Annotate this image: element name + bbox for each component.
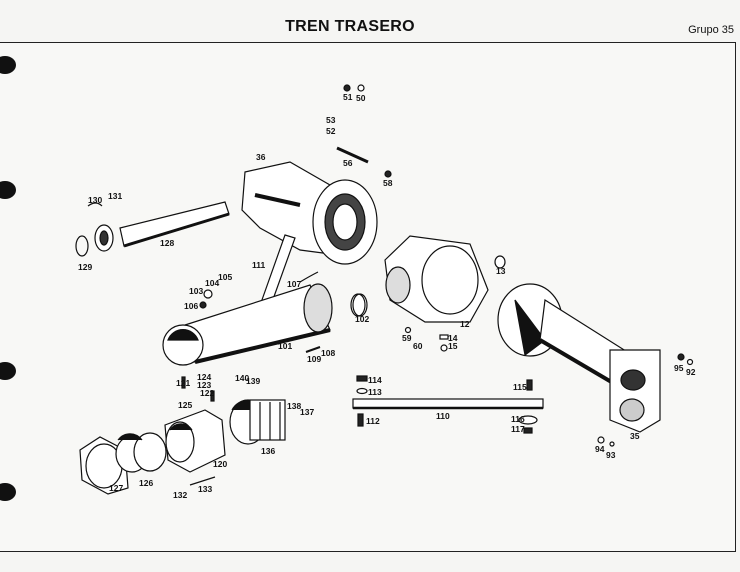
part-111-label: 111 bbox=[252, 260, 266, 270]
part-124-label: 124 bbox=[197, 372, 212, 382]
part-123-label: 123 bbox=[197, 380, 212, 390]
part-58-label: 58 bbox=[383, 178, 393, 188]
part-115-label: 115 bbox=[513, 382, 527, 392]
punch-hole bbox=[0, 362, 16, 380]
part-50-label: 50 bbox=[356, 93, 366, 103]
hardware-drawing bbox=[181, 84, 694, 447]
part-103-label: 103 bbox=[189, 286, 204, 296]
part-92-label: 92 bbox=[686, 367, 696, 377]
part-93-label: 93 bbox=[606, 450, 616, 460]
part-13-label: 13 bbox=[496, 266, 506, 276]
page-title: TREN TRASERO bbox=[285, 18, 415, 35]
part-56-label: 56 bbox=[343, 158, 353, 168]
part-117-label: 117 bbox=[511, 424, 525, 434]
part-137-label: 137 bbox=[300, 407, 315, 417]
part-104-label: 104 bbox=[205, 278, 220, 288]
part-114-label: 114 bbox=[368, 375, 382, 385]
strut-bar-drawing bbox=[352, 398, 544, 410]
part-107-label: 107 bbox=[287, 279, 302, 289]
part-94-label: 94 bbox=[595, 444, 605, 454]
part-120-label: 120 bbox=[213, 459, 228, 469]
part-131-label: 131 bbox=[108, 191, 123, 201]
part-122-label: 122 bbox=[200, 388, 215, 398]
part-136-label: 136 bbox=[261, 446, 276, 456]
part-140-label: 140 bbox=[235, 373, 250, 383]
part-129-label: 129 bbox=[78, 262, 93, 272]
part-102-label: 102 bbox=[355, 314, 370, 324]
axle-housing-drawing bbox=[497, 283, 661, 433]
punch-hole bbox=[0, 56, 16, 74]
part-52-label: 52 bbox=[326, 126, 336, 136]
part-125-label: 125 bbox=[178, 400, 193, 410]
part-106-label: 106 bbox=[184, 301, 199, 311]
part-53-label: 53 bbox=[326, 115, 336, 125]
part-132-label: 132 bbox=[173, 490, 188, 500]
part-112-label: 112 bbox=[366, 416, 380, 426]
part-101-label: 101 bbox=[278, 341, 293, 351]
part-110-label: 110 bbox=[436, 411, 450, 421]
axle-tube-drawing bbox=[162, 283, 333, 366]
part-14-label: 14 bbox=[448, 333, 458, 343]
driveshaft-drawing bbox=[75, 201, 230, 257]
part-108-label: 108 bbox=[321, 348, 336, 358]
part-121-label: 121 bbox=[176, 378, 191, 388]
punch-hole bbox=[0, 181, 16, 199]
part-95-label: 95 bbox=[674, 363, 684, 373]
part-126-label: 126 bbox=[139, 478, 154, 488]
group-number: Grupo 35 bbox=[688, 24, 734, 36]
part-116-label: 116 bbox=[511, 414, 525, 424]
part-60-label: 60 bbox=[413, 341, 423, 351]
part-128-label: 128 bbox=[160, 238, 175, 248]
part-109-label: 109 bbox=[307, 354, 322, 364]
part-105-label: 105 bbox=[218, 272, 233, 282]
gear-housing-drawing bbox=[352, 235, 506, 323]
part-138-label: 138 bbox=[287, 401, 302, 411]
lower-assembly-drawing bbox=[79, 399, 286, 495]
part-51-label: 51 bbox=[343, 92, 353, 102]
part-139-label: 139 bbox=[246, 376, 261, 386]
part-59-label: 59 bbox=[402, 333, 412, 343]
part-36-label: 36 bbox=[256, 152, 266, 162]
punch-hole bbox=[0, 483, 16, 501]
part-130-label: 130 bbox=[88, 195, 103, 205]
part-113-label: 113 bbox=[368, 387, 382, 397]
part-35-label: 35 bbox=[630, 431, 640, 441]
part-12-label: 12 bbox=[460, 319, 470, 329]
part-15-label: 15 bbox=[448, 341, 458, 351]
part-127-label: 127 bbox=[109, 483, 124, 493]
part-133-label: 133 bbox=[198, 484, 213, 494]
